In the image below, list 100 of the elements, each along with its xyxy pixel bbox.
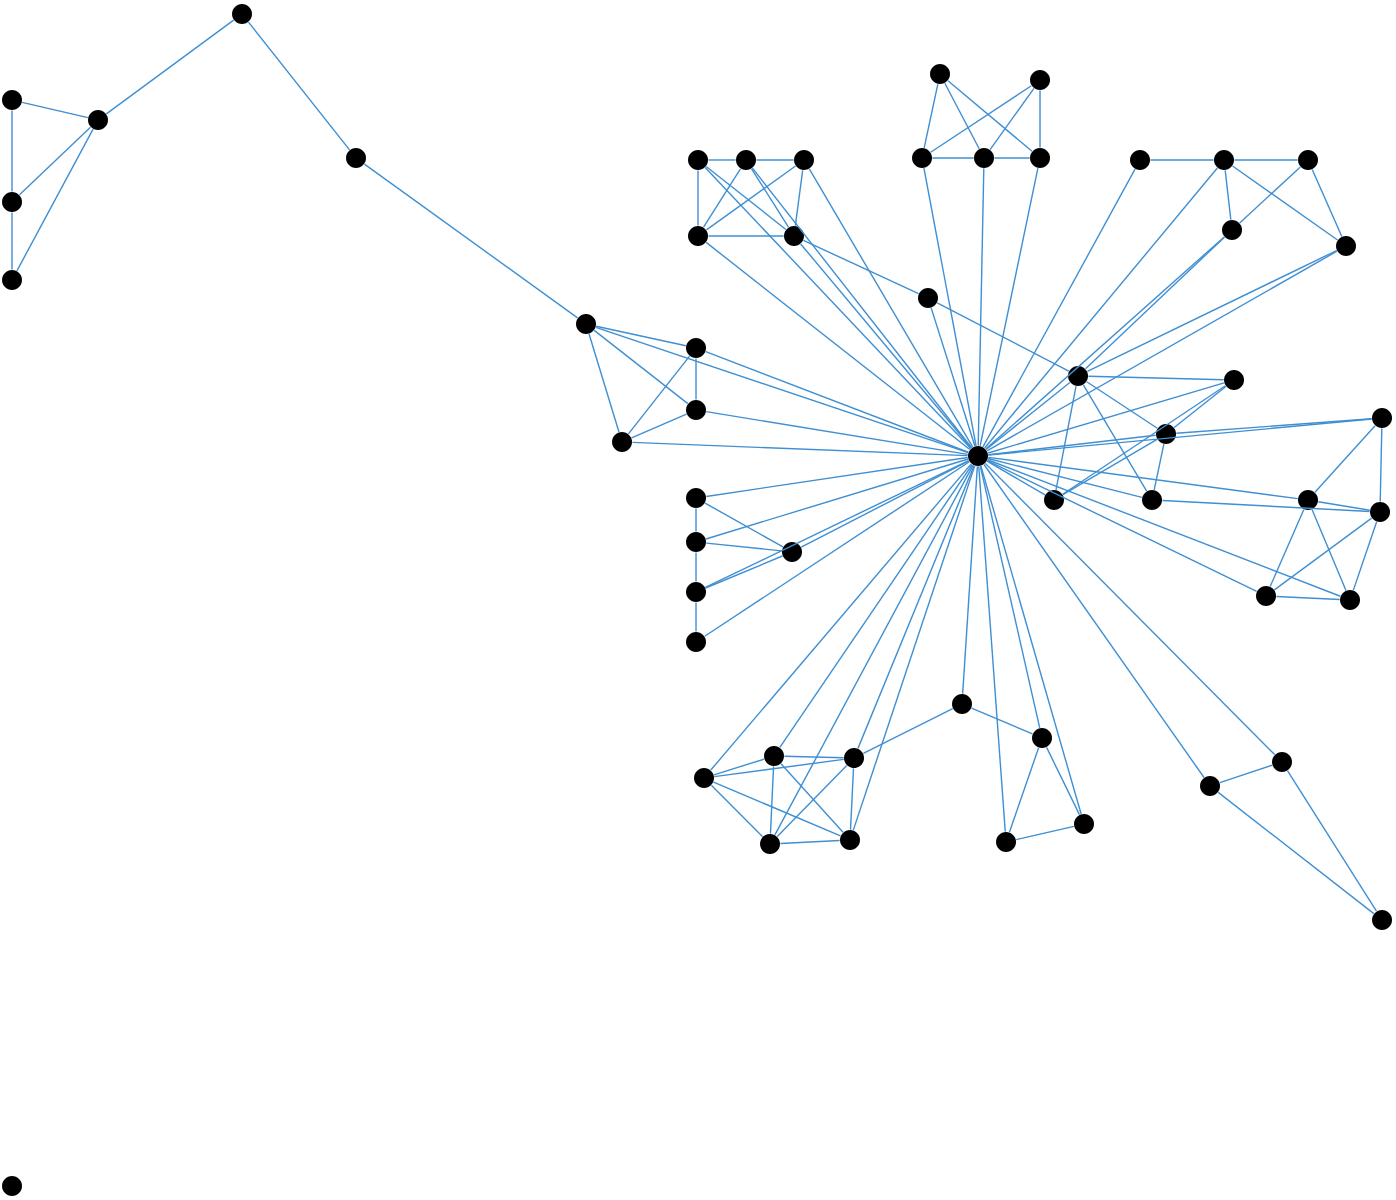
network-node <box>1224 370 1244 390</box>
network-edge <box>1084 236 1226 370</box>
network-node <box>2 1176 22 1196</box>
network-edge <box>1311 168 1343 238</box>
network-node <box>1340 590 1360 610</box>
network-edge <box>595 325 687 347</box>
network-edge <box>961 465 979 695</box>
network-edge <box>983 463 1205 779</box>
network-edge <box>783 755 845 759</box>
network-node <box>1074 814 1094 834</box>
network-edge <box>630 413 688 439</box>
network-edge <box>1317 501 1371 511</box>
network-edge <box>593 329 689 405</box>
network-node <box>996 832 1016 852</box>
network-edge <box>799 243 973 449</box>
network-edge <box>769 765 775 835</box>
network-edge <box>695 507 697 533</box>
network-edge <box>1039 89 1041 149</box>
network-edge <box>702 168 742 228</box>
network-node <box>974 148 994 168</box>
network-node <box>686 400 706 420</box>
network-edge <box>857 464 975 750</box>
network-edge <box>1311 508 1347 592</box>
network-edge <box>1153 443 1165 491</box>
network-edge <box>697 169 699 227</box>
network-edge <box>978 465 1006 833</box>
network-edge <box>713 758 765 776</box>
network-edge <box>794 169 804 227</box>
network-edge <box>862 707 954 755</box>
network-edge <box>802 239 920 295</box>
network-node <box>2 90 22 110</box>
network-edge <box>984 462 1276 756</box>
network-node <box>2 270 22 290</box>
network-edge <box>993 157 1031 159</box>
network-edge <box>704 555 784 589</box>
network-edge <box>16 128 94 272</box>
network-node <box>686 338 706 358</box>
network-node <box>686 582 706 602</box>
network-edge <box>695 357 697 401</box>
network-edge <box>986 459 1258 593</box>
network-edge <box>852 465 976 831</box>
network-edge <box>977 167 985 447</box>
network-node <box>930 64 950 84</box>
network-edge <box>986 250 1338 452</box>
network-edge <box>923 167 977 447</box>
network-node <box>346 148 366 168</box>
network-edge <box>987 418 1373 456</box>
network-edge <box>1082 384 1148 492</box>
network-edge <box>944 82 980 150</box>
network-node <box>736 150 756 170</box>
network-edge <box>705 458 969 540</box>
network-edge <box>930 307 976 447</box>
network-edge <box>808 168 974 448</box>
network-edge <box>987 382 1225 454</box>
network-edge <box>779 839 841 845</box>
network-edge <box>595 326 969 454</box>
network-node <box>612 432 632 452</box>
network-edge <box>705 456 969 498</box>
network-node <box>1372 910 1392 930</box>
network-node <box>1200 776 1220 796</box>
network-node <box>1222 220 1242 240</box>
network-edge <box>986 460 1046 496</box>
network-node <box>688 150 708 170</box>
network-edge <box>987 457 1143 499</box>
network-edge <box>989 87 1035 151</box>
network-edge <box>931 157 975 159</box>
network-edge <box>710 784 764 838</box>
network-edge <box>713 758 845 778</box>
network-edge <box>695 601 697 633</box>
network-node <box>1336 236 1356 256</box>
network-edge <box>930 85 1033 153</box>
network-edge <box>704 459 970 589</box>
network-edge <box>1062 438 1158 496</box>
network-node <box>686 532 706 552</box>
network-edge <box>1045 746 1081 816</box>
network-edge <box>750 168 790 228</box>
network-node <box>1032 728 1052 748</box>
network-edge <box>1055 385 1077 491</box>
network-edge <box>695 551 697 583</box>
network-edge <box>18 126 92 196</box>
network-node <box>232 4 252 24</box>
network-edge <box>923 83 939 149</box>
network-edge <box>710 463 972 771</box>
network-edge <box>980 465 1082 815</box>
network-edge <box>631 441 969 457</box>
network-node <box>782 542 802 562</box>
network-node <box>764 746 784 766</box>
network-edge <box>1352 521 1378 591</box>
network-node <box>912 148 932 168</box>
network-node <box>576 314 596 334</box>
network-edge <box>363 163 579 319</box>
network-node <box>1156 424 1176 444</box>
network-node <box>1030 70 1050 90</box>
network-edge <box>936 302 1070 372</box>
network-node <box>1030 148 1050 168</box>
network-edge <box>1217 791 1375 915</box>
network-edge <box>779 463 973 749</box>
network-edge <box>1173 385 1227 429</box>
network-edge <box>21 101 89 119</box>
network-edge <box>985 236 1225 450</box>
